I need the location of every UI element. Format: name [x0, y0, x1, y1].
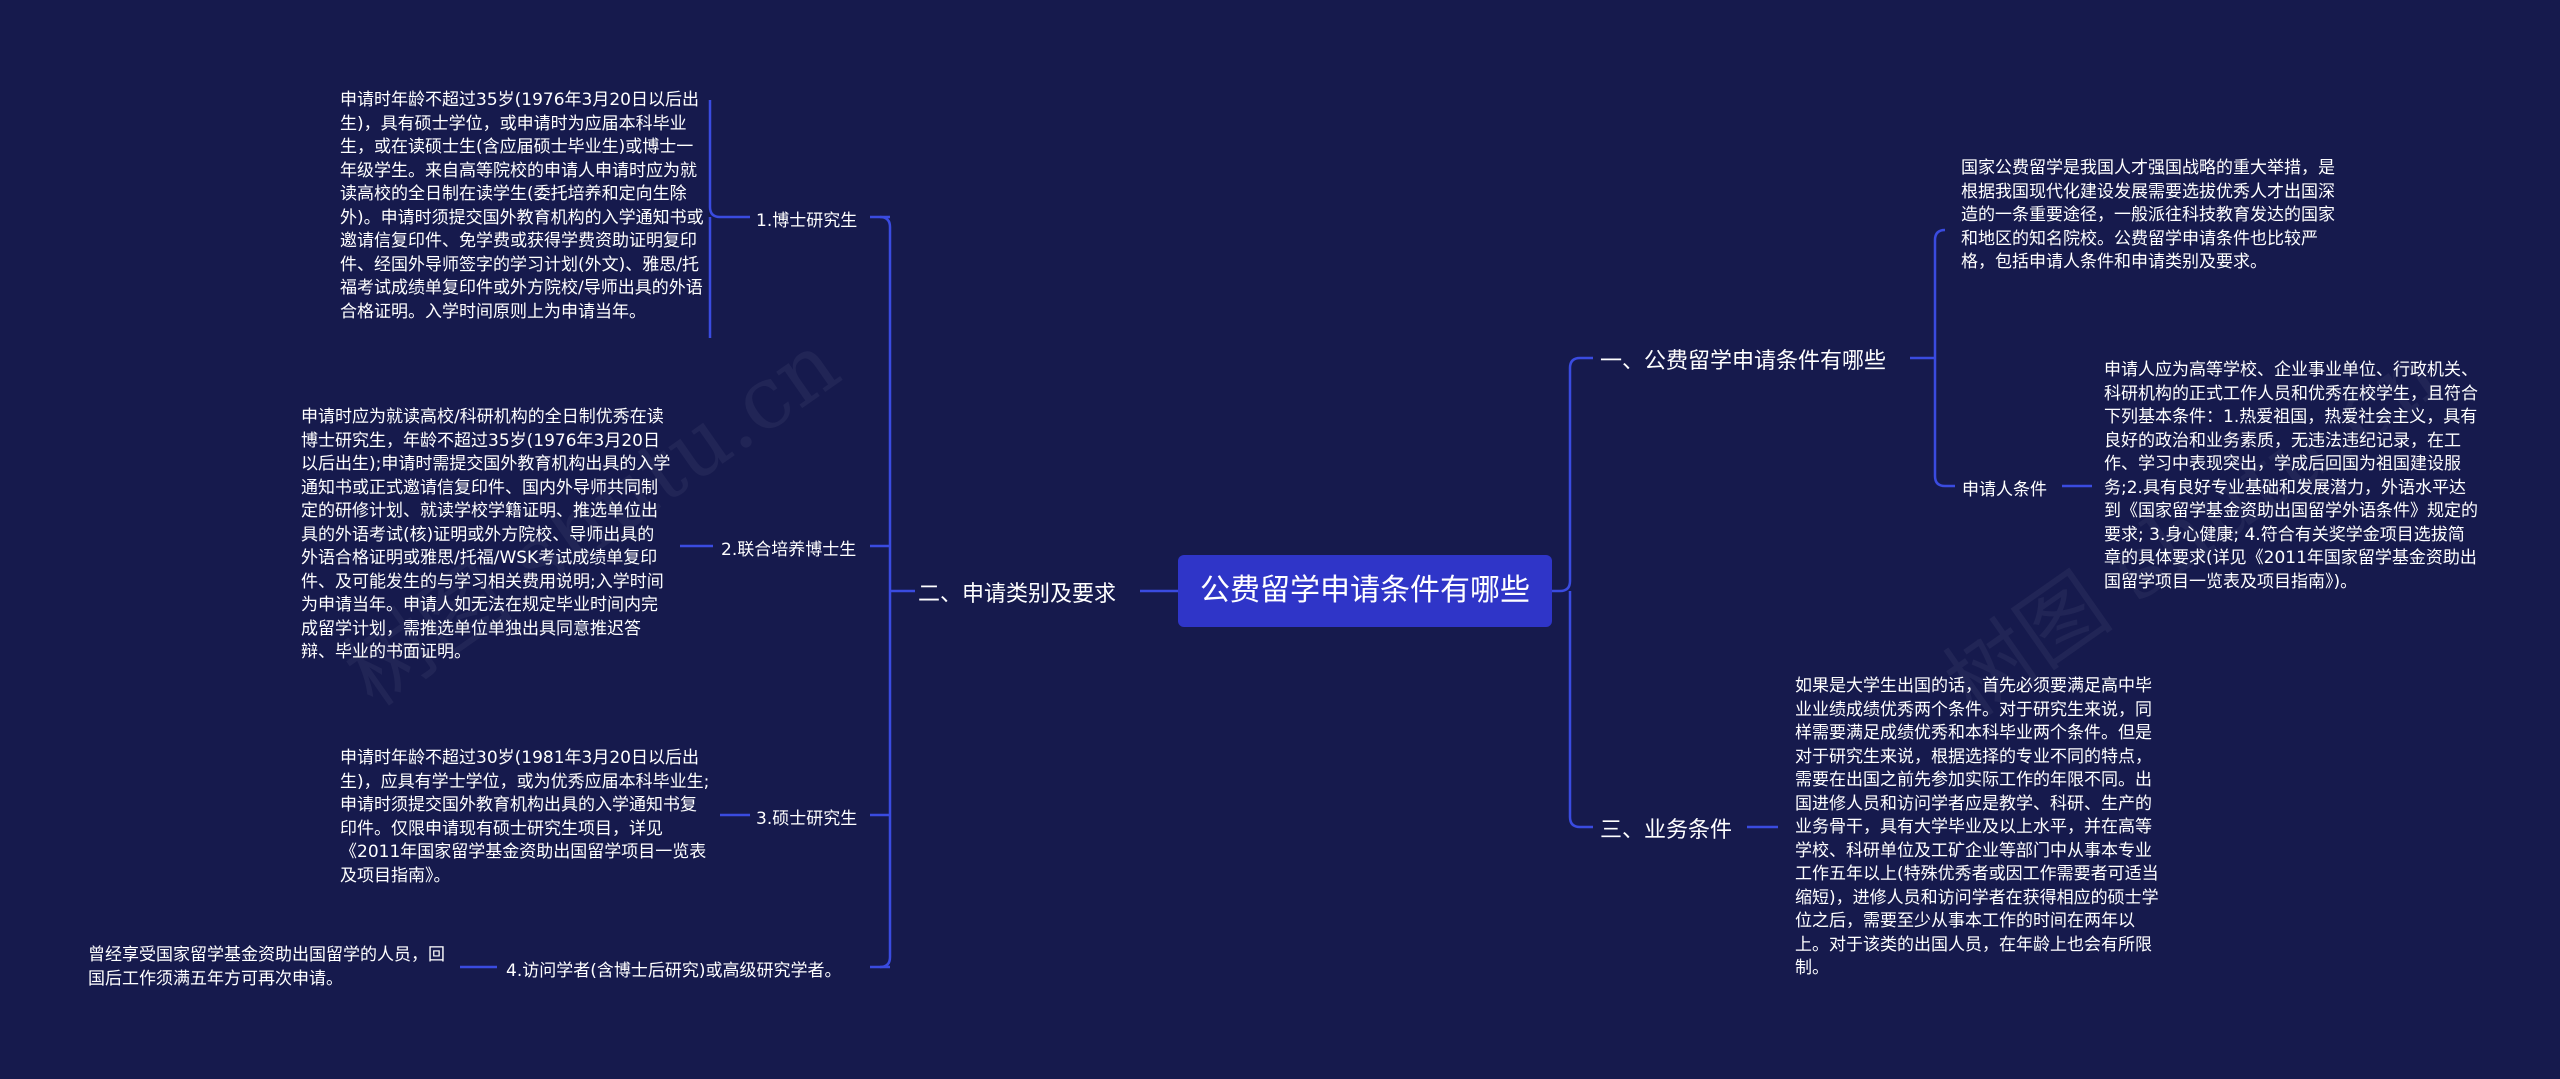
connector-branch2-items [879, 215, 892, 969]
item-2-label[interactable]: 2.联合培养博士生 [721, 540, 857, 560]
applicant-text: 申请人应为高等学校、企业事业单位、行政机关、科研机构的正式工作人员和优秀在校学生… [2104, 360, 2478, 592]
item-1-label[interactable]: 1.博士研究生 [756, 211, 858, 231]
branch-1-intro: 国家公费留学是我国人才强国战略的重大举措，是根据我国现代化建设发展需要选拔优秀人… [1961, 158, 2335, 272]
item-1-text: 申请时年龄不超过35岁(1976年3月20日以后出生)，具有硕士学位，或申请时为… [340, 90, 704, 322]
item-3-label[interactable]: 3.硕士研究生 [756, 809, 858, 829]
item-3-text: 申请时年龄不超过30岁(1981年3月20日以后出生)，应具有学士学位，或为优秀… [340, 748, 710, 886]
connector-root-branch3 [1568, 591, 1593, 829]
branch-2-label[interactable]: 二、申请类别及要求 [918, 582, 1117, 607]
branch-3-text: 如果是大学生出国的话，首先必须要满足高中毕业业绩成绩优秀两个条件。对于研究生来说… [1795, 676, 2159, 978]
branch-1-label[interactable]: 一、公费留学申请条件有哪些 [1600, 349, 1887, 374]
item-4-text: 曾经享受国家留学基金资助出国留学的人员，回国后工作须满五年方可再次申请。 [88, 945, 445, 989]
connector-root-branch1 [1552, 356, 1593, 593]
root-node[interactable]: 公费留学申请条件有哪些 [1178, 555, 1552, 627]
item-2-text: 申请时应为就读高校/科研机构的全日制优秀在读博士研究生，年龄不超过35岁(197… [301, 407, 671, 662]
applicant-label[interactable]: 申请人条件 [1962, 480, 2047, 500]
item-4-label[interactable]: 4.访问学者(含博士后研究)或高级研究学者。 [506, 961, 842, 981]
branch-3-label[interactable]: 三、业务条件 [1600, 818, 1733, 843]
connector-branch1-sub [1933, 228, 1955, 488]
